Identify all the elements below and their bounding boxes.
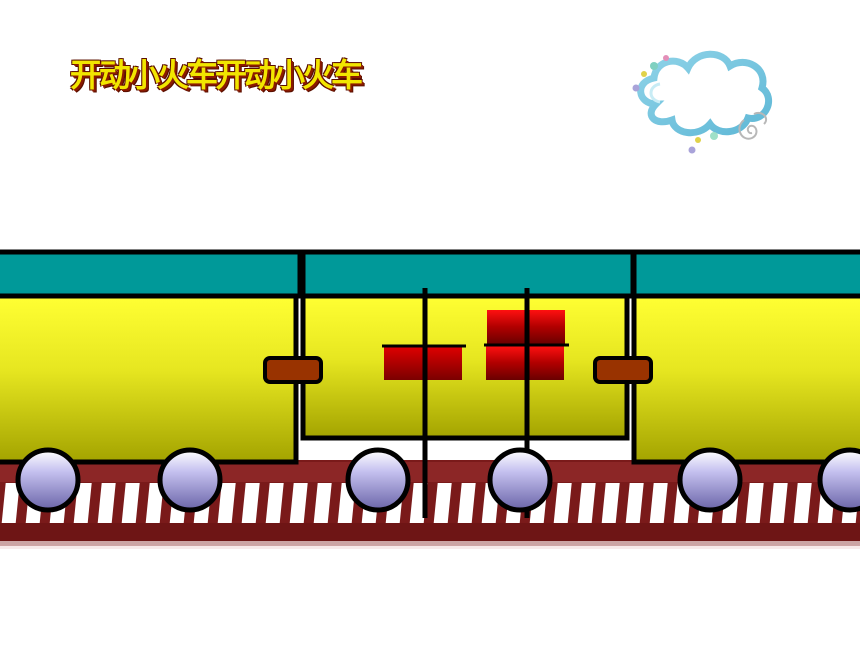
wheel — [157, 447, 223, 513]
wheel — [15, 447, 81, 513]
wheel — [345, 447, 411, 513]
right-coupler — [593, 356, 653, 384]
right-carriage — [631, 249, 860, 465]
wheel — [487, 447, 553, 513]
slide-title: 开动小火车开动小火车 — [70, 56, 363, 94]
left-coupler — [263, 356, 323, 384]
wheel — [677, 447, 743, 513]
left-carriage — [0, 249, 303, 465]
thought-cloud-icon — [632, 50, 772, 154]
middle-carriage — [300, 249, 636, 441]
wheel — [817, 447, 860, 513]
wheels — [15, 447, 860, 513]
